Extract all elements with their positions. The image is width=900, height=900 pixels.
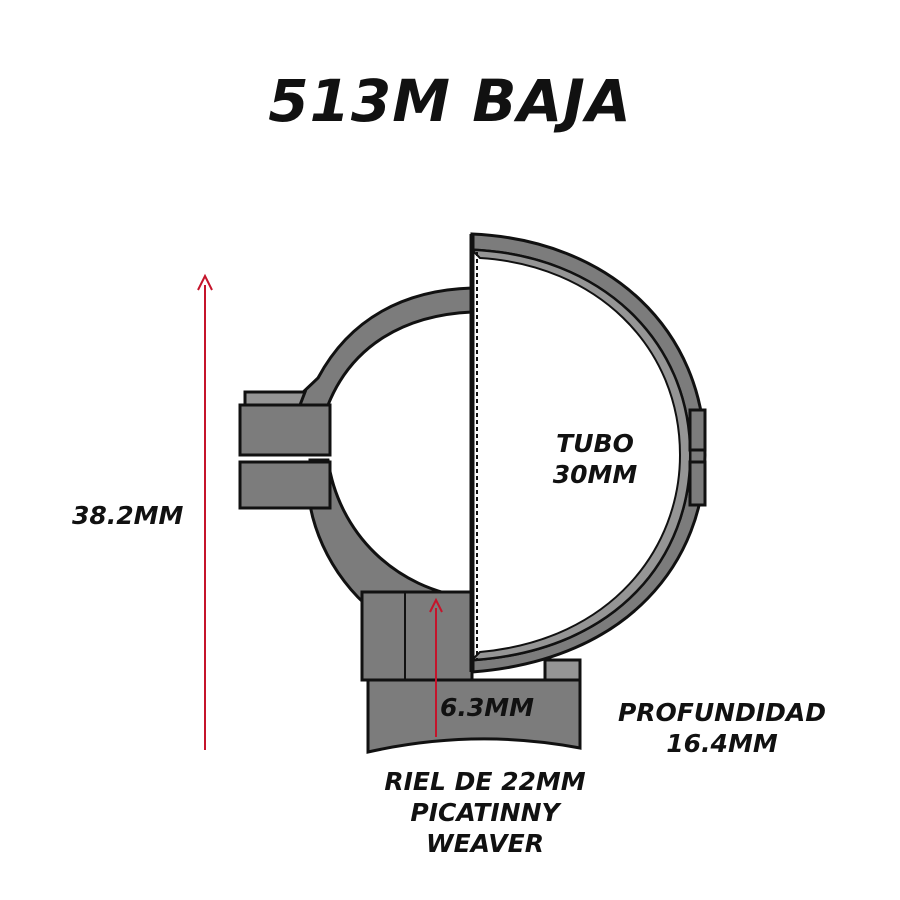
clamp-block-upper-cap <box>243 390 308 407</box>
tube-label-line1: TUBO <box>556 429 634 458</box>
clamp-block-lower <box>238 460 332 510</box>
front-clamp-ear-upper <box>688 408 707 452</box>
rail-label-line3: WEAVER <box>426 829 544 858</box>
rail-label-line1: RIEL DE 22MM <box>384 767 586 796</box>
ring-outer-shell <box>298 286 474 407</box>
base-step <box>543 658 582 682</box>
rail-label-line2: PICATINNY <box>410 798 560 827</box>
base-arrow-head <box>429 597 443 613</box>
tube-label-line2: 30MM <box>552 460 638 489</box>
base-height-label: 6.3MM <box>440 693 535 722</box>
height-arrow <box>197 273 213 750</box>
ring-front-half <box>469 232 707 674</box>
mount-base <box>360 590 582 754</box>
clamp-screw-blocks <box>238 390 332 510</box>
tube-diameter-label: TUBO 30MM <box>540 428 650 490</box>
clamp-block-upper <box>238 403 332 457</box>
depth-label: PROFUNDIDAD 16.4MM <box>612 697 832 759</box>
diagram-title: 513M BAJA <box>268 67 632 135</box>
base-post <box>360 590 474 682</box>
front-clamp-ear-lower <box>688 460 707 507</box>
depth-label-line2: 16.4MM <box>666 729 778 758</box>
height-dimension-label: 38.2MM <box>72 501 184 530</box>
base-rail-clamp <box>366 678 582 754</box>
height-arrow-head <box>197 273 213 291</box>
depth-label-line1: PROFUNDIDAD <box>617 698 827 727</box>
base-arrow <box>429 597 443 737</box>
rail-label: RIEL DE 22MM PICATINNY WEAVER <box>360 766 610 859</box>
